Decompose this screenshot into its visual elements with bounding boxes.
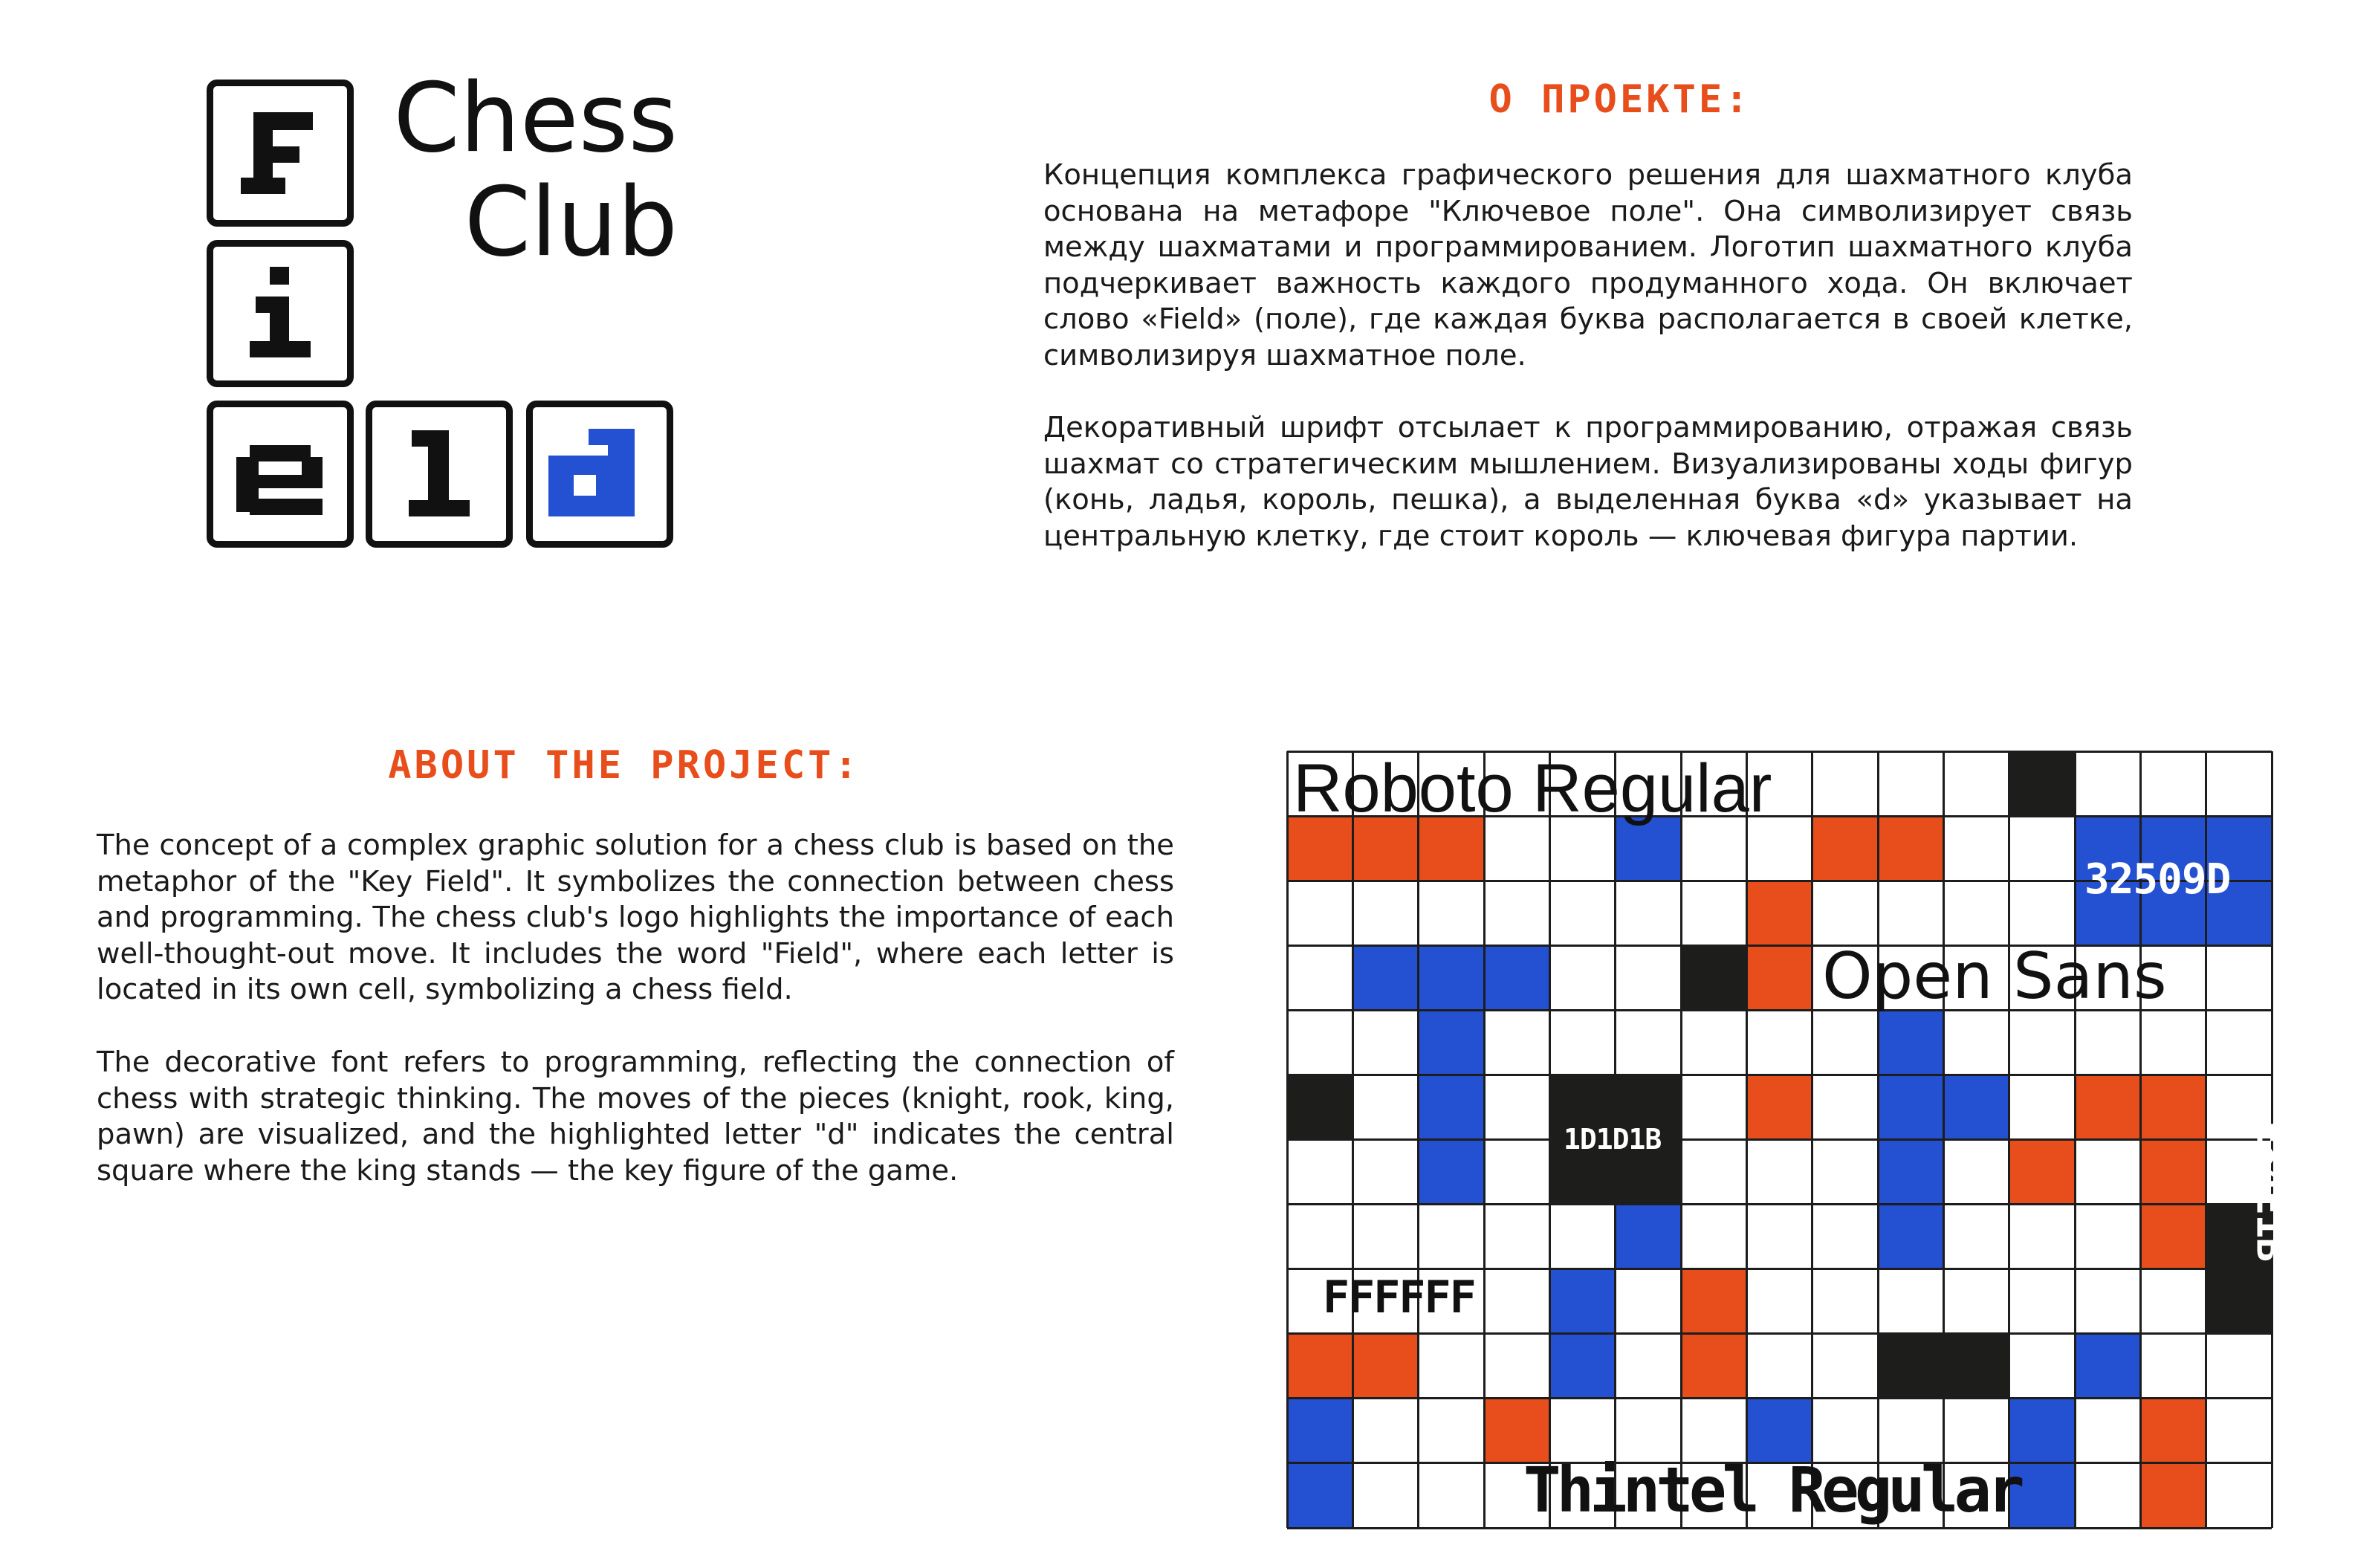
logo-tile-l [366,401,513,548]
board-cell [2140,1075,2206,1269]
en-paragraph-1: The concept of a complex graphic solutio… [97,829,1174,1006]
en-paragraph-2: The decorative font refers to programmin… [97,1046,1174,1188]
letter-l-glyph [366,401,513,548]
font-sample-open-sans: Open Sans [1822,939,2167,1014]
board-cell [1681,945,1747,1011]
swatch-label-white: FFFFFF [1323,1271,1477,1324]
board-cell [1615,816,1681,881]
grid-line-horizontal [1287,1203,2272,1206]
board-cell [2009,751,2075,817]
board-cell [1352,945,1550,1011]
logo-tile-f [207,80,354,227]
grid-line-horizontal [1287,1268,2272,1271]
grid-line-horizontal [1287,1008,2272,1011]
ru-paragraph-2: Декоративный шрифт отсылает к программир… [1043,411,2133,553]
board-cell [2009,1139,2075,1205]
board-cell [2075,1333,2141,1399]
grid-line-horizontal [1287,1138,2272,1141]
swatch-label-black: 1D1D1B [1564,1123,1662,1156]
grid-line-horizontal [1287,1073,2272,1076]
grid-line-horizontal [1287,1332,2272,1335]
grid-line-horizontal [1287,814,2272,817]
board-cell [1287,1075,1353,1140]
swatch-label-blue: 32509D [2084,855,2231,904]
swatch-label-orange: E84E1B [2247,1120,2295,1262]
typography-color-board: Roboto Regular Open Sans Thintel Regular… [1286,750,2295,1529]
grid-line-horizontal [1287,750,2272,753]
font-sample-thintel: Thintel Regular [1523,1454,2025,1526]
ru-section-title: О ПРОЕКТЕ: [1488,77,1752,122]
board-cell [1878,1204,1944,1269]
grid-line-horizontal [1287,1397,2272,1400]
en-section-title: ABOUT THE PROJECT: [388,743,861,788]
letter-e-glyph [207,401,354,548]
letter-d-glyph [526,401,673,548]
font-sample-roboto: Roboto Regular [1293,751,1772,826]
logo-tile-e [207,401,354,548]
board-cell [2075,1075,2141,1140]
letter-i-glyph [207,240,354,387]
grid-line-horizontal [1287,1462,2272,1465]
ru-paragraph-1: Концепция комплекса графического решения… [1043,158,2133,372]
letter-f-glyph [207,80,354,227]
logo-word-chess: Chess [393,63,678,174]
logo-word-club: Club [464,167,678,278]
grid-line-horizontal [1287,944,2272,947]
grid-line-horizontal [1287,879,2272,882]
board-cell [1287,816,1484,881]
board-cell [1746,1075,1812,1140]
board-cell [1746,1398,1812,1463]
board-cell [1615,1204,1681,1269]
grid-line-horizontal [1287,1526,2272,1529]
board-cell [1484,1398,1550,1463]
board-cell [1418,1010,1484,1205]
grid-line-vertical [2270,751,2273,1528]
